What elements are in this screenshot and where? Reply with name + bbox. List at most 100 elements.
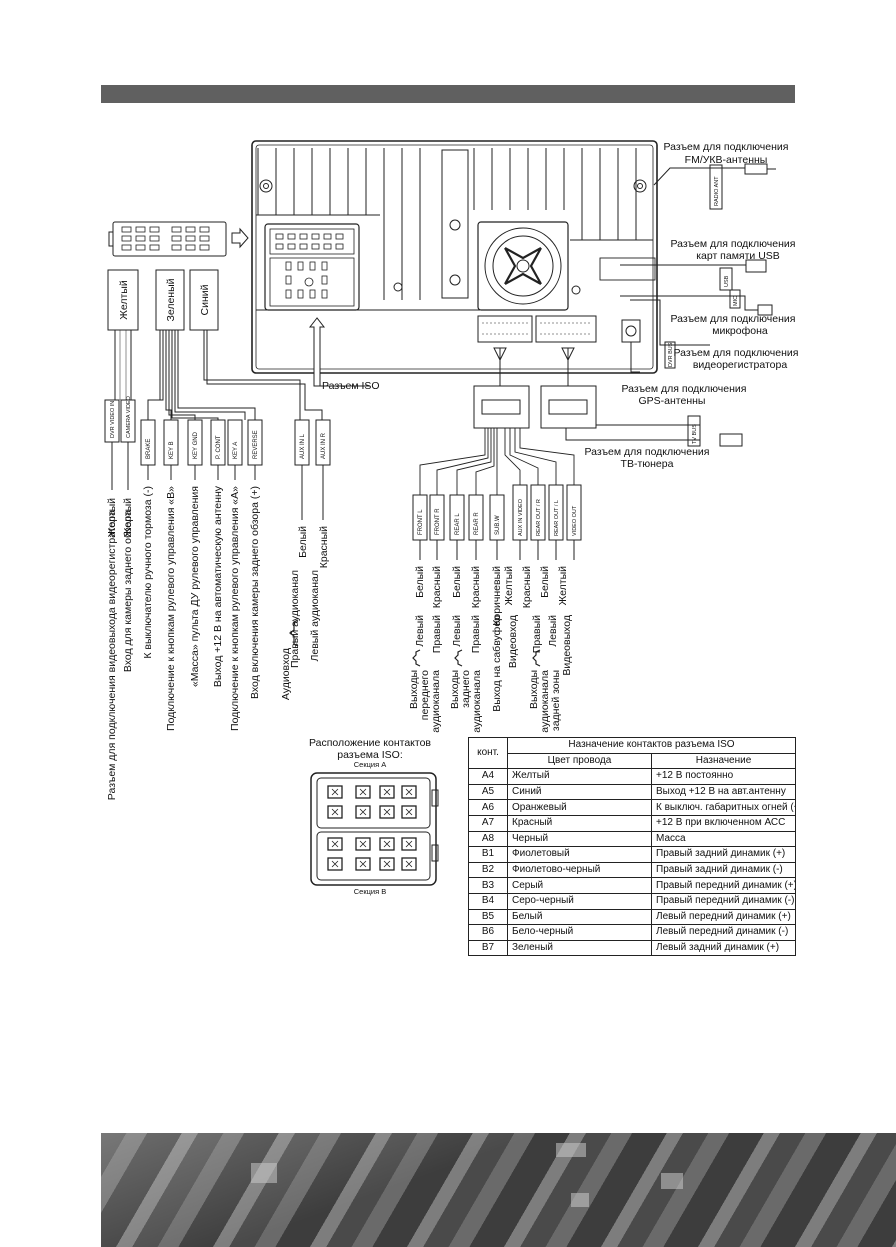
- cell-pin: B5: [468, 908, 508, 926]
- tag-sub-w: SUB.W: [495, 515, 501, 535]
- wire-color-front-l: Белый: [414, 566, 426, 598]
- channel-zone-left: Левый: [547, 615, 559, 647]
- wire-color-video-out: Желтый: [557, 566, 569, 606]
- mic-tag: MIC: [733, 296, 739, 306]
- tag-key-a: KEY A: [233, 442, 239, 459]
- wire-color-rear-r: Красный: [470, 566, 482, 608]
- tv-line-1: Разъем для подключения: [585, 446, 710, 458]
- left-wiring: [104, 269, 331, 520]
- channel-video-in: Видеовход: [507, 615, 519, 668]
- cell-purpose: +12 В постоянно: [651, 768, 796, 785]
- wire-box-green: Зеленый: [165, 278, 177, 321]
- right-wire-colors: Белый Красный Белый Красный Коричневый Ж…: [414, 566, 569, 626]
- desc-key-a: Подключение к кнопкам рулевого управлени…: [229, 486, 241, 731]
- cell-color: Желтый: [507, 768, 652, 785]
- header-purpose: Назначение: [651, 752, 796, 770]
- cell-color: Оранжевый: [507, 799, 652, 816]
- cell-pin: B1: [468, 846, 508, 863]
- mic-line-1: Разъем для подключения: [671, 313, 796, 325]
- iso-connector-label: Разъем ISO: [322, 380, 380, 392]
- tag-rear-out-r: REAR OUT / R: [536, 499, 542, 536]
- iso-connector-callout: Разъем ISO: [308, 317, 380, 392]
- channel-subwoofer: Выход на сабвуфер: [491, 615, 503, 712]
- usb-line-1: Разъем для подключения: [671, 238, 796, 250]
- channel-zone-right: Правый: [531, 615, 543, 653]
- left-descriptions: Желтый Желтый Разъем для подключения вид…: [106, 485, 330, 800]
- cell-purpose: Правый передний динамик (+): [651, 877, 796, 894]
- section-a-label: Секция A: [353, 760, 387, 769]
- group-zone-line-1: Выходы: [528, 670, 540, 709]
- cell-pin: B7: [468, 939, 508, 957]
- wire-color-sub-w: Коричневый: [491, 566, 503, 626]
- tag-key-gnd: KEY GND: [193, 431, 199, 459]
- cell-purpose: Левый задний динамик (+): [651, 939, 796, 957]
- cell-color: Зеленый: [507, 939, 652, 957]
- right-callout-text: Разъем для подключения FM/УКВ-антенны RA…: [585, 141, 799, 470]
- right-callouts: [566, 163, 776, 447]
- footer-banner: [101, 1133, 896, 1247]
- dvr-line-2: видеорегистратора: [693, 359, 788, 371]
- tag-aux-in-l: AUX IN L: [300, 433, 306, 459]
- tag-rear-r: REAR R: [474, 512, 480, 535]
- wire-color-aux-r: Красный: [318, 526, 330, 568]
- header-pin: конт.: [468, 736, 508, 770]
- cell-purpose: Правый задний динамик (+): [651, 846, 796, 863]
- tag-front-l: FRONT L: [418, 509, 424, 535]
- wire-color-camera: Желтый: [122, 498, 134, 538]
- group-rear-line-1: Выходы: [449, 670, 461, 709]
- header-title: Назначение контактов разъема ISO: [507, 737, 796, 754]
- cell-pin: B3: [468, 877, 508, 894]
- head-unit-back-panel: [251, 140, 658, 374]
- wire-color-dvr: Желтый: [106, 498, 118, 538]
- channel-rear-right: Правый: [470, 615, 482, 653]
- cell-pin: A8: [468, 830, 508, 848]
- tag-camera-video: CAMERA VIDEO: [126, 395, 132, 438]
- gps-line-1: Разъем для подключения: [622, 383, 747, 395]
- cell-color: Красный: [507, 814, 652, 832]
- tag-dvr-video-in: DVR VIDEO IN: [110, 401, 116, 438]
- cell-pin: B4: [468, 892, 508, 910]
- cell-pin: A5: [468, 783, 508, 801]
- footer-decor: [661, 1173, 683, 1189]
- desc-p-cont: Выход +12 В на автоматическую антенну: [212, 485, 224, 687]
- cell-purpose: Правый задний динамик (-): [651, 861, 796, 879]
- tag-aux-in-r: AUX IN R: [321, 432, 327, 459]
- cell-pin: B2: [468, 861, 508, 879]
- cell-color: Черный: [507, 830, 652, 848]
- section-b-label: Секция B: [353, 887, 387, 896]
- desc-key-b: Подключение к кнопкам рулевого управлени…: [165, 486, 177, 731]
- cell-purpose: Правый передний динамик (-): [651, 892, 796, 910]
- group-front-line-1: Выходы: [408, 670, 420, 709]
- radio-ant-tag: RADIO ANT: [714, 176, 720, 206]
- header-bar: [101, 85, 795, 103]
- cell-purpose: Левый передний динамик (+): [651, 908, 796, 926]
- footer-decor: [556, 1143, 586, 1157]
- cell-pin: B6: [468, 924, 508, 941]
- cell-color: Серо-черный: [507, 892, 652, 910]
- iso-plug: [108, 221, 227, 257]
- cell-pin: A4: [468, 768, 508, 785]
- group-front-line-2: переднего: [419, 670, 431, 720]
- table-clip: [466, 960, 798, 970]
- tag-key-b: KEY B: [169, 441, 175, 459]
- tag-rear-l: REAR L: [455, 513, 461, 535]
- tag-rear-out-l: REAR OUT / L: [554, 500, 560, 536]
- desc-aux-input: Аудиовход: [280, 648, 292, 700]
- tag-p-cont: P. CONT: [216, 435, 222, 459]
- wire-box-yellow: Желтый: [118, 280, 130, 320]
- footer-decor: [571, 1193, 589, 1207]
- cell-color: Серый: [507, 877, 652, 894]
- right-channels: Левый Правый Левый Правый Выход на сабву…: [414, 615, 573, 712]
- group-zone-line-3: задней зоны: [550, 670, 562, 731]
